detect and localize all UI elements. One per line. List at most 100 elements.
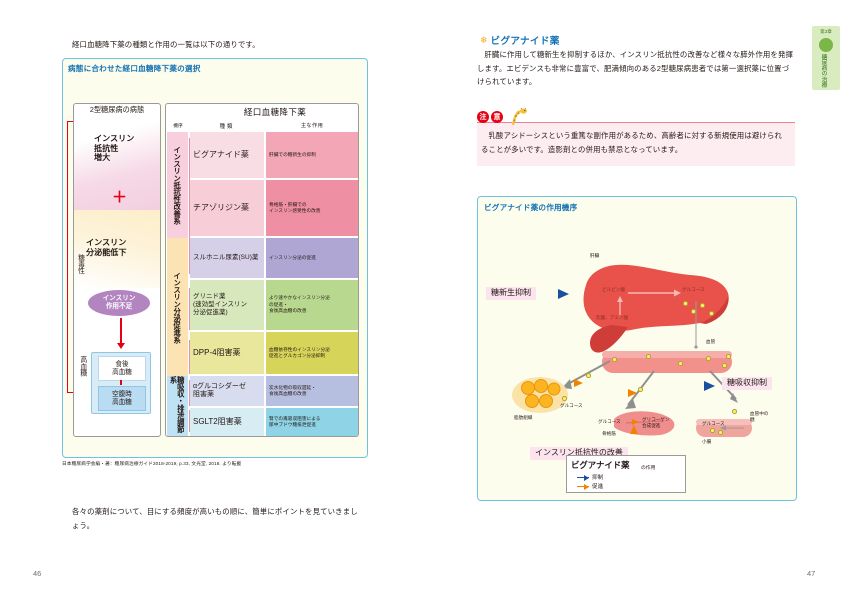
mechanism-group-resistance: インスリン抵抗性改善系: [167, 132, 188, 238]
glucose-dot: [732, 409, 737, 414]
pill-icon: [819, 38, 833, 52]
chapter-number: 第3章: [820, 29, 832, 34]
glucose-dot: [586, 373, 591, 378]
glucose-dot: [691, 309, 696, 314]
drug-action-cell: 血糖依存性のインスリン分泌 促進とグルカゴン分泌抑制: [266, 332, 358, 374]
glucose-dot: [678, 361, 683, 366]
drug-kind-cell: グリニド薬 (速効型インスリン 分泌促進薬): [190, 280, 264, 330]
drug-action-cell: 肝臓での糖新生の抑制: [266, 132, 358, 178]
pathology-bracket: [67, 121, 77, 393]
label-glucose-intestine: グルコース: [702, 421, 725, 426]
row-connector: [189, 380, 191, 406]
label-glucose-toxicity: 糖毒性: [76, 254, 84, 274]
caution-char-1: 注: [477, 111, 489, 123]
liver-shade: [700, 297, 729, 324]
section-title: ビグアナイド薬: [490, 36, 560, 47]
label-insulin-secretion-decline: インスリン 分泌能低下: [86, 238, 127, 257]
table-row: チアゾリジン薬骨格筋・肝臓での インスリン感受性の改善: [190, 180, 358, 236]
orange-arrow-glycogen: [632, 419, 639, 425]
legend-title: ビグアナイド薬: [571, 460, 630, 470]
label-small-intestine: 小腸: [702, 439, 712, 444]
drug-kind-cell: チアゾリジン薬: [190, 180, 264, 236]
glucose-dot: [638, 387, 643, 392]
label-glycogen-synthesis: グリコーゲン 合成促進: [642, 417, 670, 428]
mechanism-figure: ビグアナイド薬の作用機序: [477, 196, 797, 501]
legend-label-suppress: 抑制: [592, 475, 604, 481]
section-heading: ❄ ビグアナイド薬: [480, 33, 560, 47]
row-connector: [189, 340, 191, 374]
resistance-gradient: [74, 118, 160, 210]
caution-char-2: 意: [491, 111, 503, 123]
anatomy-svg: [512, 264, 752, 437]
page-number-left: 46: [33, 569, 42, 578]
oral-drug-selection-figure: 病態に合わせた経口血糖降下薬の選択 2型糖尿病の病態 インスリン 抵抗性 増大 …: [62, 58, 368, 458]
row-connector: [189, 138, 191, 202]
left-page: 経口血糖降下薬の種類と作用の一覧は以下の通りです。 病態に合わせた経口血糖降下薬…: [33, 40, 368, 578]
glucose-dot: [646, 354, 651, 359]
plus-icon: ＋: [112, 189, 128, 206]
legend-item-promote: 促進: [577, 482, 603, 490]
table-row: ビグアナイド薬肝臓での糖新生の抑制: [190, 132, 358, 178]
callout-glucose-absorption-suppression: 糖吸収抑制: [722, 377, 772, 390]
callout-gluconeogenesis-suppression: 糖新生抑制: [486, 287, 536, 300]
pathology-panel-title: 2型糖尿病の病態: [89, 105, 145, 114]
left-outro-text: 各々の薬剤について、目にする頻度が高いもの順に、簡単にポイントを見ていきましょう…: [72, 507, 358, 530]
glucose-dot: [700, 303, 705, 308]
orange-arrow-icon: [577, 483, 589, 490]
legend-subtitle: の作用: [641, 466, 656, 471]
label-liver: 肝臓: [590, 253, 600, 258]
mechanism-legend: ビグアナイド薬 の作用 抑制 促進: [566, 455, 686, 493]
label-vessel-glucose: 血管中の 糖: [750, 411, 769, 422]
drug-action-cell: 炭水化物の吸収遅延・ 食後高血糖の改善: [266, 376, 358, 406]
label-pyruvate: ピルビン酸: [602, 287, 625, 292]
drug-kind-cell: スルホニル尿素(SU)薬: [190, 238, 264, 278]
label-insulin-insufficiency: インスリン 作用不足: [88, 290, 150, 316]
row-connector: [189, 288, 191, 330]
label-glucose-muscle: グルコース: [598, 419, 621, 424]
flower-icon: ❄: [480, 34, 488, 45]
secretion-gradient: [74, 210, 160, 288]
caution-text: 乳酸アシドーシスという重篤な副作用があるため、高齢者に対する新規使用は避けられる…: [481, 131, 783, 154]
figure-citation: 日本糖尿病学会編・著：糖尿病治療ガイド2018-2019, p.33, 文光堂,…: [62, 461, 242, 466]
column-header-mechanism: 機序: [173, 124, 183, 129]
label-glucose-liver: グルコース: [682, 287, 705, 292]
left-intro-text: 経口血糖降下薬の種類と作用の一覧は以下の通りです。: [72, 40, 260, 49]
table-row: スルホニル尿素(SU)薬インスリン分泌の促進: [190, 238, 358, 278]
drug-action-cell: 腎での再吸収阻害による 尿中ブドウ糖排泄促進: [266, 408, 358, 436]
drug-kind-cell: αグルコシダーゼ 阻害薬: [190, 376, 264, 406]
table-row: DPP-4阻害薬血糖依存性のインスリン分泌 促進とグルカゴン分泌抑制: [190, 332, 358, 374]
glucose-dot: [722, 363, 727, 368]
drug-kind-cell: DPP-4阻害薬: [190, 332, 264, 374]
drug-kind-cell: ビグアナイド薬: [190, 132, 264, 178]
section-paragraph: 肝臓に作用して糖新生を抑制するほか、インスリン抵抗性の改善など様々な膵外作用を発…: [477, 50, 794, 87]
glucose-dot: [710, 428, 715, 433]
label-blood-vessel: 血管: [706, 339, 716, 344]
drug-table-title: 経口血糖降下薬: [243, 107, 307, 117]
label-glucose-adipose: グルコース: [560, 403, 583, 408]
arrow-to-insufficiency: [117, 318, 125, 349]
glucose-dot: [718, 430, 723, 435]
skeletal-muscle: [614, 411, 675, 436]
blue-arrow-icon: [577, 474, 589, 481]
column-header-action: 主な作用: [300, 123, 324, 129]
glucose-dot: [726, 354, 731, 359]
legend-item-suppress: 抑制: [577, 473, 603, 481]
label-lactate-amino-acid: 乳酸、アミノ酸: [596, 315, 629, 320]
orange-arrow-up-muscle: [630, 425, 638, 434]
figure-title: 病態に合わせた経口血糖降下薬の選択: [68, 64, 201, 73]
glucose-dot: [706, 356, 711, 361]
adipocytes: [521, 379, 561, 408]
arrow-post-to-fast: [120, 380, 122, 385]
label-adipose-tissue: 脂肪組織: [514, 415, 533, 420]
column-header-kind: 種類: [219, 124, 235, 130]
drug-kind-cell: SGLT2阻害薬: [190, 408, 264, 436]
row-connector: [189, 244, 191, 274]
liver-lobe: [590, 325, 628, 353]
mechanism-group-secretion: インスリン分泌促進系: [167, 238, 188, 376]
caution-box: 乳酸アシドーシスという重篤な副作用があるため、高齢者に対する新規使用は避けられる…: [477, 122, 795, 166]
label-fasting-hyperglycemia: 空腹時 高血糖: [98, 386, 146, 411]
table-row: SGLT2阻害薬腎での再吸収阻害による 尿中ブドウ糖排泄促進: [190, 408, 358, 436]
glucose-dot: [683, 301, 688, 306]
drug-action-cell: インスリン分泌の促進: [266, 238, 358, 278]
